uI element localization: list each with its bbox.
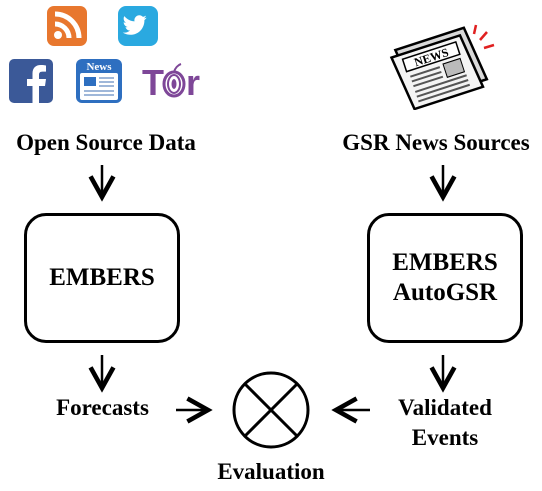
validated-events-line2: Events <box>411 425 479 450</box>
news-app-label: News <box>86 61 112 73</box>
embers-autogsr-line2: AutoGSR <box>392 279 498 306</box>
tor-icon: T r <box>142 62 200 100</box>
embers-autogsr-line1: EMBERS <box>392 249 498 276</box>
facebook-icon <box>9 59 53 103</box>
twitter-icon <box>118 6 158 46</box>
newspaper-icon: NEWS <box>389 24 495 110</box>
rss-icon <box>47 6 87 46</box>
evaluation-label: Evaluation <box>217 459 325 484</box>
svg-text:r: r <box>186 62 200 100</box>
open-source-data-label: Open Source Data <box>16 130 196 155</box>
forecasts-label: Forecasts <box>56 395 149 420</box>
validated-events-line1: Validated <box>398 395 492 420</box>
news-app-icon: News <box>76 59 122 103</box>
embers-box-label: EMBERS <box>49 264 155 291</box>
embers-box: EMBERS <box>24 213 180 343</box>
svg-text:T: T <box>142 62 164 100</box>
embers-autogsr-box: EMBERS AutoGSR <box>367 213 523 343</box>
comparison-circle-x-icon <box>232 371 310 449</box>
gsr-news-sources-label: GSR News Sources <box>342 130 530 155</box>
